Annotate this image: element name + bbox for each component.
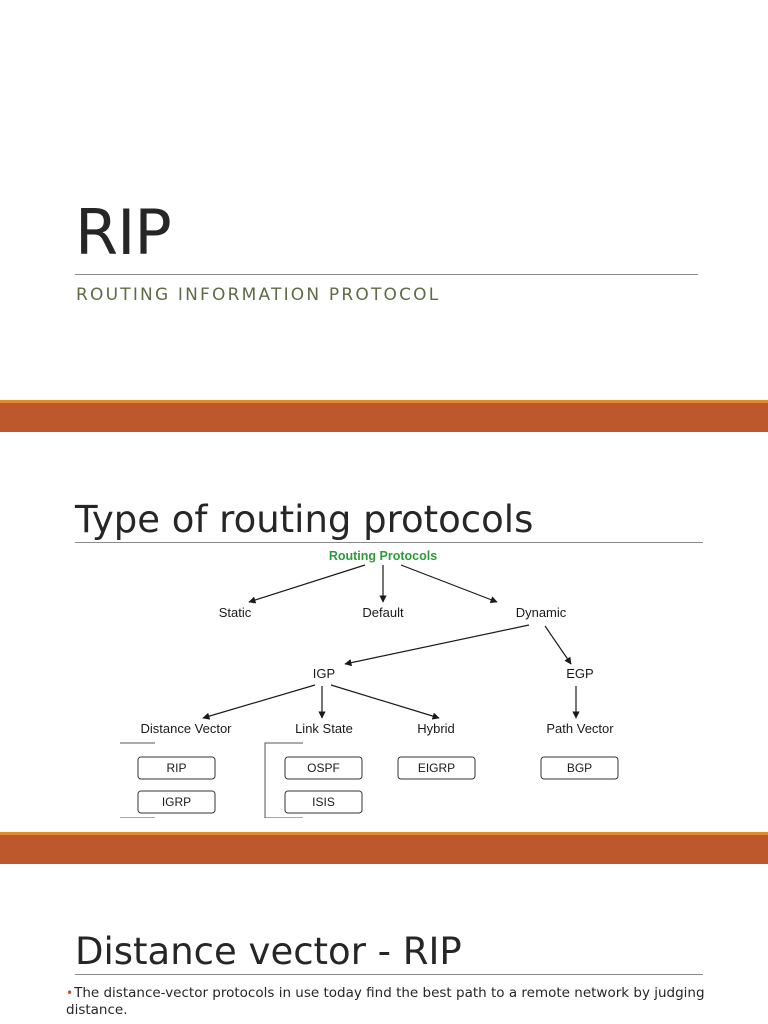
arrow-root-static (248, 564, 366, 604)
bullet-text: The distance-vector protocols in use tod… (66, 985, 705, 1018)
slide-title: RIP (75, 196, 172, 269)
node-egp: EGP (566, 666, 593, 681)
slide-heading: Distance vector - RIP (75, 930, 462, 973)
node-link-state: Link State (295, 721, 353, 736)
box-ospf (284, 756, 363, 780)
node-default: Default (362, 605, 404, 620)
title-slide: RIP ROUTING INFORMATION PROTOCOL (0, 0, 768, 400)
box-isis (284, 790, 363, 814)
protocol-rip: RIP (166, 761, 186, 775)
node-igp: IGP (313, 666, 335, 681)
diagram-root-label: Routing Protocols (329, 549, 437, 563)
distance-vector-slide: Distance vector - RIP •The distance-vect… (0, 864, 768, 1024)
protocol-igrp: IGRP (162, 795, 191, 809)
bullet-marker-icon: • (66, 986, 74, 1000)
arrow-root-dynamic (400, 564, 498, 604)
slide-subtitle: ROUTING INFORMATION PROTOCOL (76, 285, 441, 305)
slide-separator-band (0, 400, 768, 432)
bracket-link-state (264, 742, 303, 818)
box-igrp (137, 790, 216, 814)
arrow-dynamic-egp (544, 625, 572, 665)
slide-heading: Type of routing protocols (75, 498, 534, 541)
protocol-isis: ISIS (312, 795, 335, 809)
heading-divider (75, 974, 703, 975)
heading-divider (75, 542, 703, 543)
routing-types-slide: Type of routing protocols Routing Protoc… (0, 432, 768, 832)
arrow-igp-hybrid (330, 684, 440, 720)
node-static: Static (219, 605, 252, 620)
protocol-eigrp: EIGRP (418, 761, 455, 775)
box-bgp (540, 756, 619, 780)
node-dynamic: Dynamic (516, 605, 567, 620)
node-distance-vector: Distance Vector (140, 721, 232, 736)
routing-protocols-diagram: Routing Protocols Static Default Dynamic… (117, 546, 633, 818)
arrow-dynamic-igp (344, 624, 530, 667)
protocol-bgp: BGP (567, 761, 592, 775)
box-eigrp (397, 756, 476, 780)
arrow-igp-distance-vector (202, 684, 316, 720)
box-rip (137, 756, 216, 780)
bullet-item: •The distance-vector protocols in use to… (66, 985, 706, 1019)
bracket-distance-vector (120, 742, 155, 818)
node-hybrid: Hybrid (417, 721, 455, 736)
title-divider (75, 274, 698, 275)
protocol-ospf: OSPF (307, 761, 340, 775)
node-path-vector: Path Vector (546, 721, 614, 736)
slide-separator-band (0, 832, 768, 864)
